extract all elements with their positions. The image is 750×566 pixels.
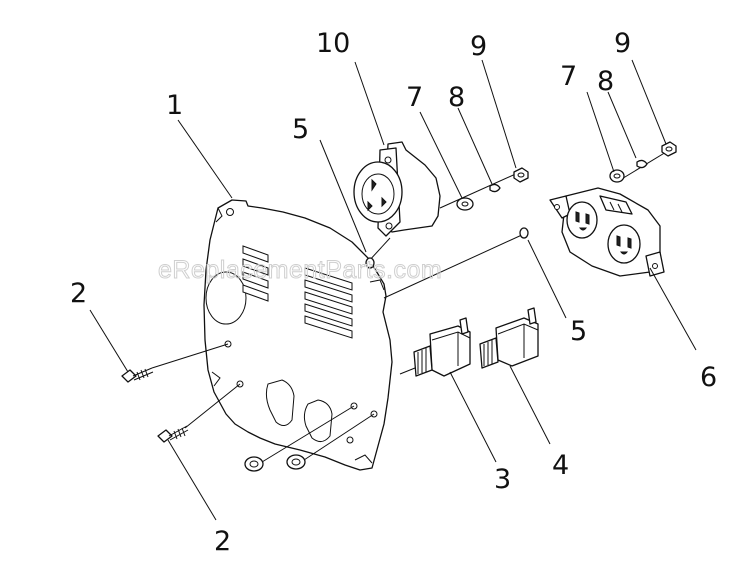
lock-washer-8a [489,183,501,193]
lock-washer-8b [636,159,648,169]
washer-5-upper [365,257,375,269]
label-10: 10 [316,28,350,59]
circuit-breaker-4 [479,307,539,369]
nut-lower-left [244,405,355,472]
label-9a: 9 [470,31,487,62]
nut-9a [513,167,529,183]
label-4: 4 [552,450,569,481]
nut-lower-right [286,413,375,470]
label-7b: 7 [560,61,577,92]
label-6: 6 [700,362,717,393]
hardware-chain-right [609,141,677,183]
washer-5-lower [383,227,529,299]
watermark: eReplacementParts.com [158,256,442,284]
circuit-breaker-3 [399,317,471,377]
label-2b: 2 [214,526,231,557]
screw-lower [157,383,241,443]
label-3: 3 [494,464,511,495]
screw-upper [121,343,229,383]
flat-washer-7a [456,197,474,211]
label-5b: 5 [570,316,587,347]
nut-9b [661,141,677,157]
hardware-chain-left [439,167,529,211]
label-7a: 7 [406,82,423,113]
label-8b: 8 [597,66,614,97]
leader-lines [89,59,697,521]
label-2a: 2 [70,278,87,309]
twist-lock-receptacle [353,141,441,263]
label-8a: 8 [448,82,465,113]
label-1: 1 [166,90,183,121]
label-5a: 5 [292,114,309,145]
control-panel-plate [203,199,393,471]
label-9b: 9 [614,28,631,59]
duplex-receptacle [549,145,677,277]
flat-washer-7b [609,169,625,183]
callout-labels: 10 9 9 8 8 7 7 1 5 5 2 2 3 4 6 [70,28,717,557]
